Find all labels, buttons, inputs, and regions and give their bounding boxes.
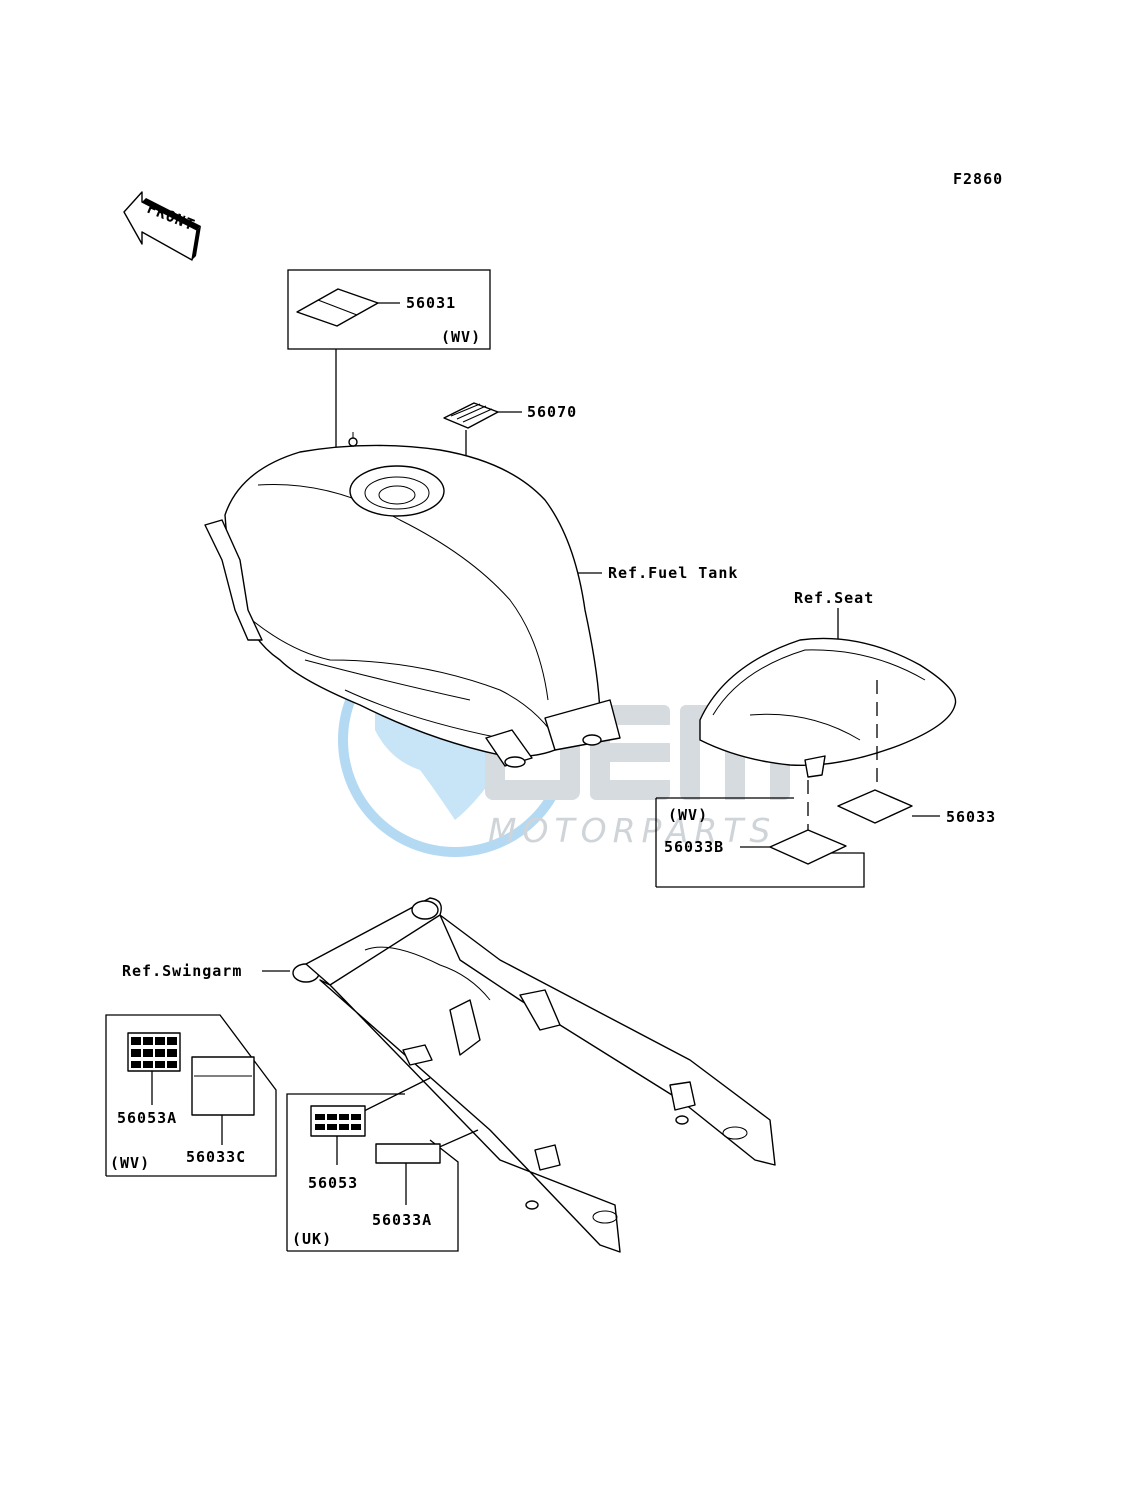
label-56033c-sticker [191, 1056, 255, 1116]
seat [699, 637, 957, 778]
variant-uk: (UK) [292, 1230, 332, 1248]
label-56053-sticker [310, 1105, 366, 1137]
swingarm [292, 897, 776, 1253]
part-56070[interactable]: 56070 [527, 403, 577, 421]
part-56033a[interactable]: 56033A [372, 1211, 432, 1229]
label-56033-sticker [837, 789, 913, 824]
label-56053a-sticker [127, 1032, 181, 1072]
watermark-subtitle: MOTORPARTS [488, 811, 776, 850]
variant-wv-56053a: (WV) [110, 1154, 150, 1172]
label-56033a-sticker [375, 1143, 441, 1164]
ref-fuel-tank[interactable]: Ref.Fuel Tank [608, 564, 738, 582]
box-56033b-wv [655, 797, 865, 888]
part-56033[interactable]: 56033 [946, 808, 996, 826]
variant-wv-56033b: (WV) [668, 806, 708, 824]
label-56070-sticker [443, 402, 499, 429]
front-arrow-icon: FRONT [123, 191, 201, 261]
part-56053a[interactable]: 56053A [117, 1109, 177, 1127]
label-56031-sticker [296, 288, 379, 327]
box-56053-56033a-uk [286, 1093, 459, 1252]
ref-swingarm[interactable]: Ref.Swingarm [122, 962, 242, 980]
part-56053[interactable]: 56053 [308, 1174, 358, 1192]
diagram-code: F2860 [953, 170, 1003, 188]
box-56031-wv [287, 269, 491, 350]
part-56033b[interactable]: 56033B [664, 838, 724, 856]
part-56031[interactable]: 56031 [406, 294, 456, 312]
part-56033c[interactable]: 56033C [186, 1148, 246, 1166]
ref-seat[interactable]: Ref.Seat [794, 589, 874, 607]
fuel-tank [204, 432, 621, 768]
label-56033b-sticker [769, 829, 847, 865]
variant-wv-56031: (WV) [441, 328, 481, 346]
box-56053a-56033c-wv [105, 1014, 277, 1177]
